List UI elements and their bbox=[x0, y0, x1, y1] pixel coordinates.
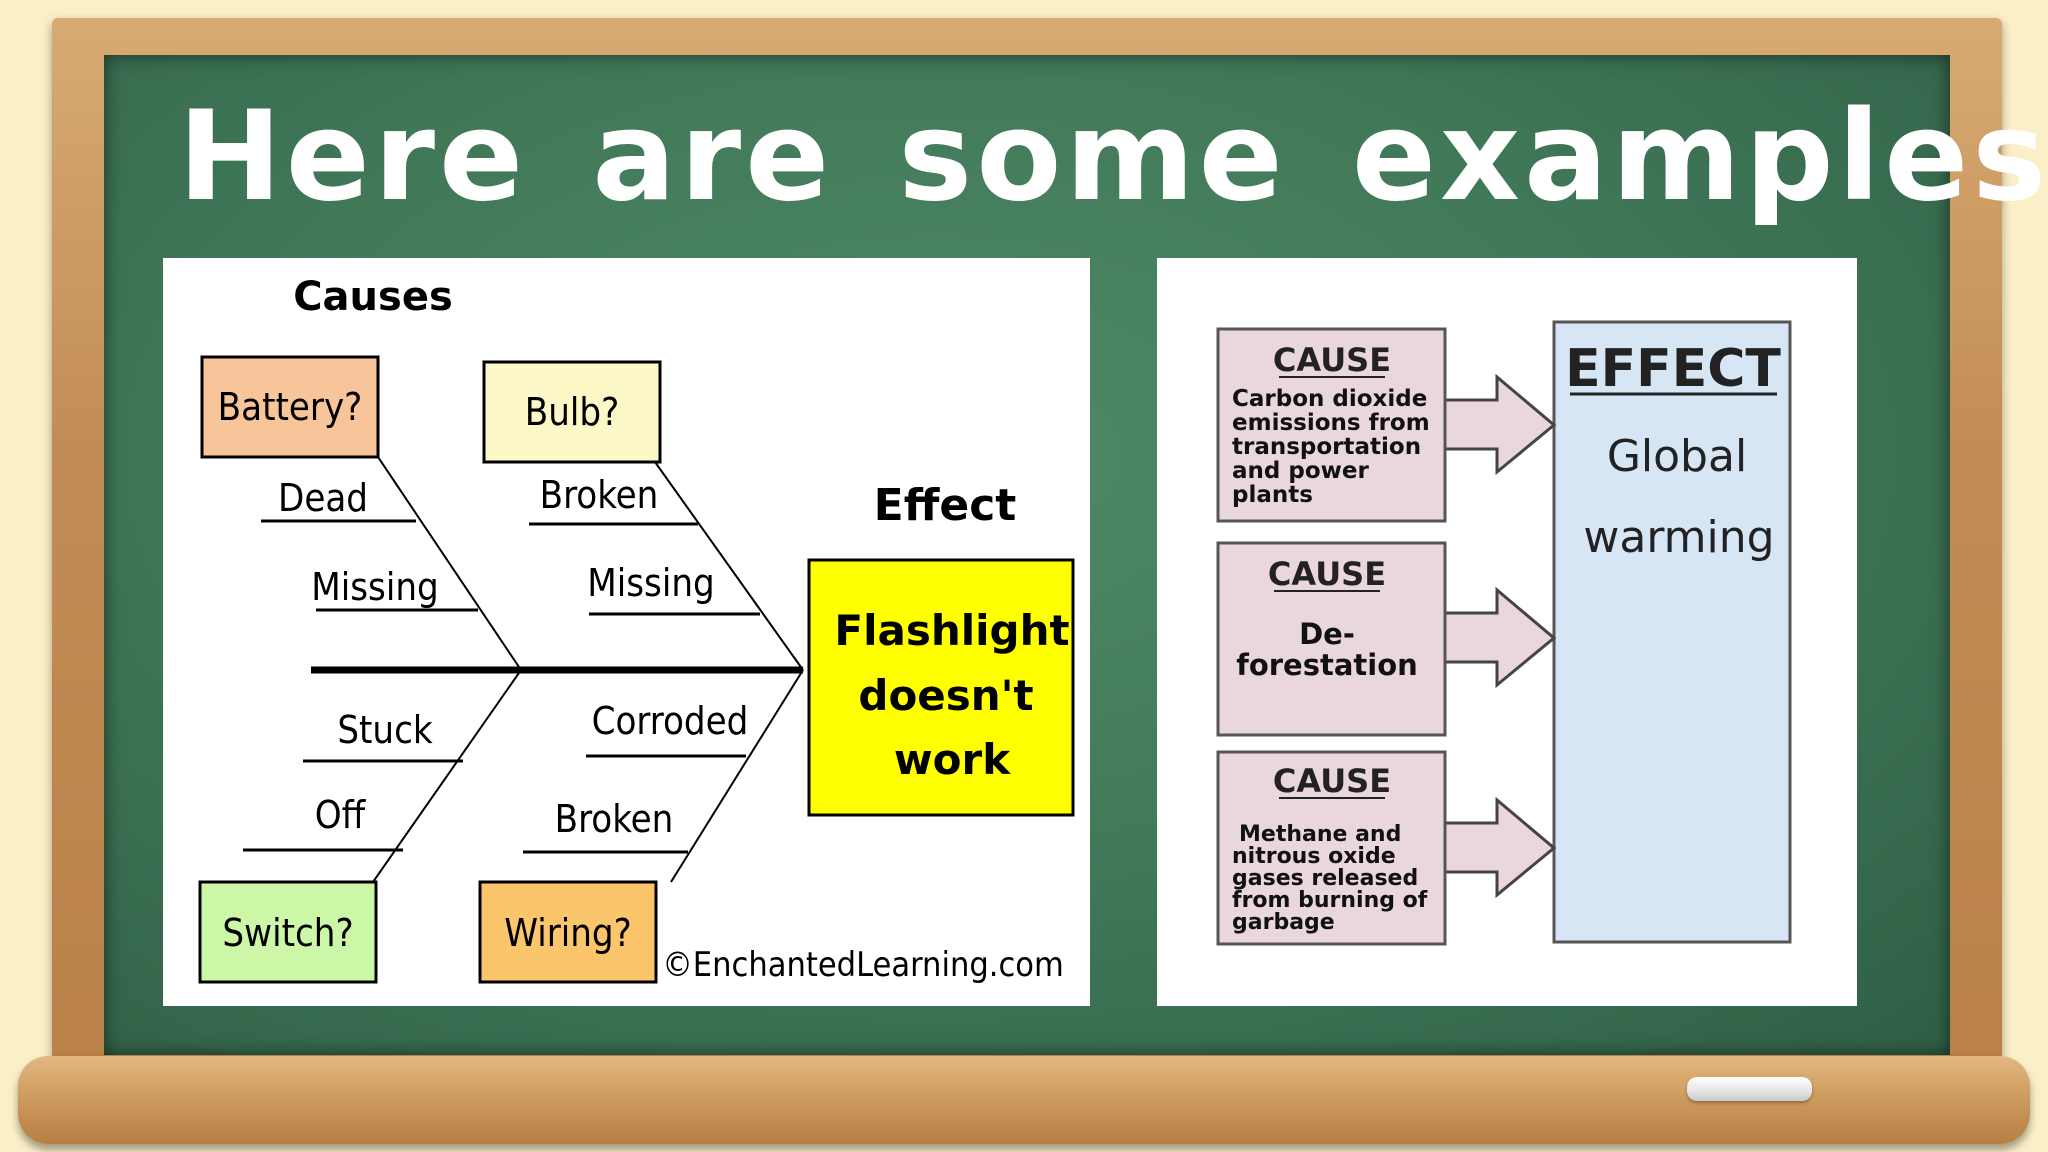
effect-line-2: doesn't bbox=[858, 671, 1033, 720]
fishbone-diagram-panel: Causes Effect Dead Missing Broken Missin… bbox=[163, 258, 1090, 1006]
cause-arrow-1 bbox=[1443, 373, 1557, 476]
branch-broken-bulb: Broken bbox=[540, 473, 659, 517]
wiring-label: Wiring? bbox=[504, 911, 632, 955]
bulb-box bbox=[482, 360, 662, 464]
switch-label: Switch? bbox=[222, 911, 353, 955]
cause-2-line-2: forestation bbox=[1236, 648, 1418, 682]
effect-label: Effect bbox=[874, 480, 1017, 531]
branch-dead: Dead bbox=[278, 476, 368, 520]
battery-label: Battery? bbox=[218, 385, 363, 429]
switch-bone bbox=[372, 669, 522, 883]
credit-text: ©EnchantedLearning.com bbox=[662, 945, 1064, 985]
branch-missing-battery: Missing bbox=[311, 565, 439, 609]
bulb-bone bbox=[654, 461, 804, 671]
effect-line-2: warming bbox=[1583, 512, 1774, 563]
branch-missing-bulb: Missing bbox=[587, 561, 715, 605]
cause-box-2 bbox=[1216, 541, 1447, 737]
cause-effect-diagram: EFFECT Global warming CAUSE Carbon dioxi… bbox=[1216, 320, 1792, 946]
cause-1-line-2: emissions from bbox=[1232, 410, 1430, 436]
cause-1-line-4: and power bbox=[1232, 458, 1369, 484]
branch-off: Off bbox=[315, 793, 367, 837]
cause-arrow-2 bbox=[1443, 586, 1557, 689]
cause-header-3: CAUSE bbox=[1273, 762, 1391, 800]
causes-label: Causes bbox=[293, 274, 453, 320]
effect-box bbox=[807, 558, 1075, 817]
fishbone-diagram: Causes Effect Dead Missing Broken Missin… bbox=[198, 274, 1075, 985]
effect-line-3: work bbox=[894, 735, 1011, 784]
cause-3-line-4: from burning of bbox=[1232, 888, 1428, 913]
wiring-box bbox=[478, 880, 658, 984]
cause-arrow-3 bbox=[1443, 796, 1557, 899]
cause-2-line-1: De- bbox=[1299, 617, 1355, 651]
switch-box bbox=[198, 880, 378, 984]
slide-title: Here are some examples. bbox=[178, 85, 2048, 229]
wiring-bone bbox=[670, 669, 804, 883]
cause-header-2: CAUSE bbox=[1268, 555, 1386, 593]
cause-1-line-3: transportation bbox=[1232, 434, 1421, 460]
cause-3-line-3: gases released bbox=[1232, 866, 1418, 891]
branch-stuck: Stuck bbox=[337, 708, 433, 752]
bulb-label: Bulb? bbox=[525, 390, 619, 434]
cause-3-line-2: nitrous oxide bbox=[1232, 844, 1396, 869]
effect-header: EFFECT bbox=[1565, 339, 1781, 399]
effect-line-1: Flashlight bbox=[834, 606, 1069, 655]
branch-broken-wiring: Broken bbox=[555, 797, 674, 841]
cause-3-line-1: Methane and bbox=[1239, 822, 1401, 847]
branch-corroded: Corroded bbox=[592, 699, 749, 743]
cause-1-line-1: Carbon dioxide bbox=[1232, 386, 1427, 412]
battery-bone bbox=[377, 456, 522, 671]
battery-box bbox=[200, 355, 380, 459]
effect-box bbox=[1552, 320, 1792, 944]
cause-effect-diagram-panel: EFFECT Global warming CAUSE Carbon dioxi… bbox=[1157, 258, 1857, 1006]
cause-1-line-5: plants bbox=[1232, 482, 1313, 508]
chalk-stick bbox=[1687, 1077, 1812, 1101]
cause-box-1 bbox=[1216, 327, 1447, 523]
cause-box-3 bbox=[1216, 750, 1447, 946]
cause-3-line-5: garbage bbox=[1232, 910, 1335, 935]
effect-line-1: Global bbox=[1607, 431, 1747, 482]
cause-header-1: CAUSE bbox=[1273, 341, 1391, 379]
